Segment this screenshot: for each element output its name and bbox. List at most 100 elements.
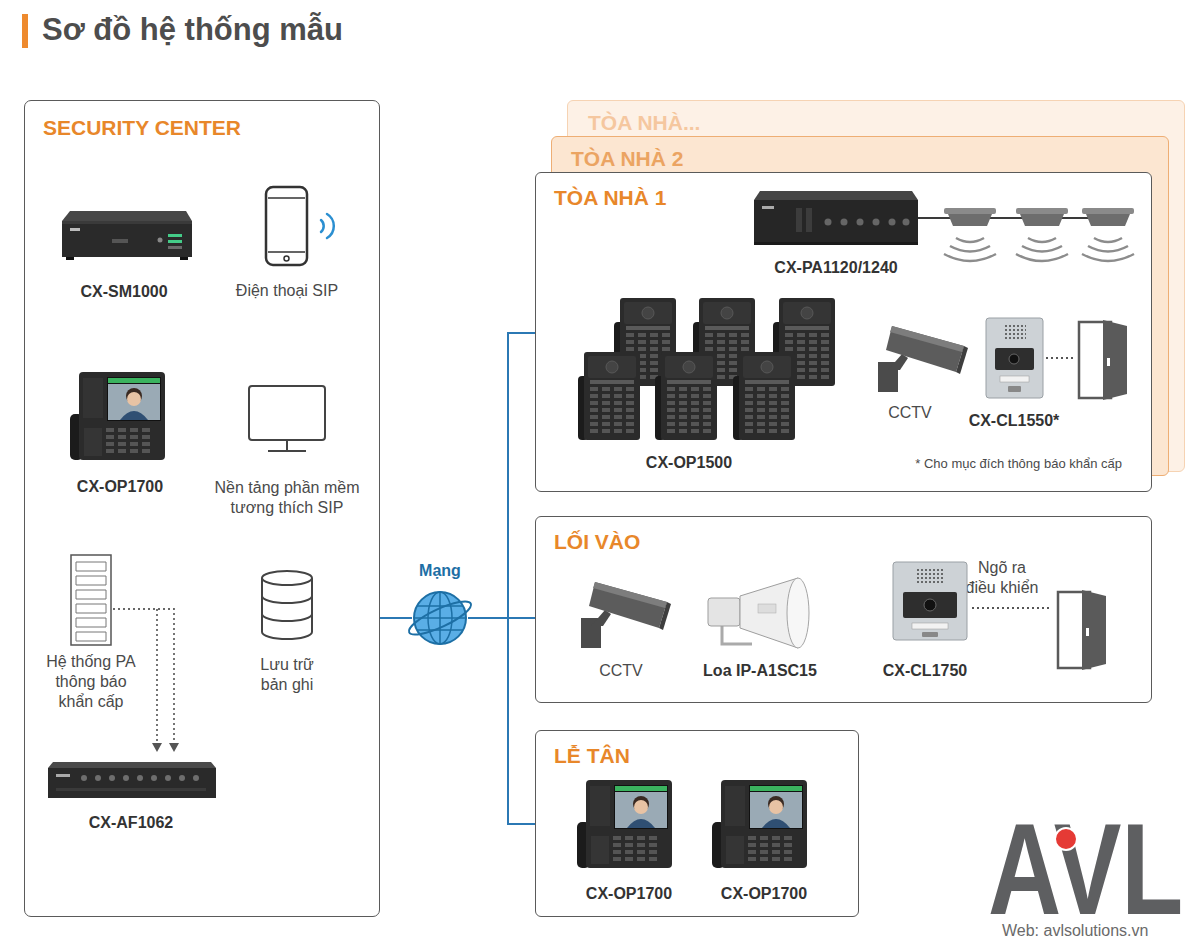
server-device <box>62 221 192 257</box>
desk-phone <box>733 352 795 440</box>
device-caption: Nền tảng phần mềm tương thích SIP <box>200 478 375 518</box>
ceiling-speaker <box>1016 208 1068 261</box>
pa-amplifier-device <box>825 219 910 226</box>
intercom-panel <box>986 318 1043 398</box>
node-heading: TÒA NHÀ 1 <box>554 185 1151 210</box>
server-device <box>168 234 182 237</box>
horn-speaker <box>787 578 809 648</box>
amplifier-device <box>48 762 216 798</box>
server-device <box>180 257 188 260</box>
pa-amplifier-device <box>754 191 918 245</box>
monitor-icon <box>268 440 306 451</box>
amplifier-device <box>151 775 157 781</box>
node-heading: Mạng <box>412 561 468 580</box>
device-name: CX-OP1700 <box>45 477 195 497</box>
footnote: * Cho mục đích thông báo khẩn cấp <box>842 454 1122 474</box>
server-device <box>62 211 192 260</box>
device-name: CX-OP1500 <box>614 453 764 473</box>
watermark-logo: AVL <box>988 804 1200 934</box>
intercom-panel <box>1009 354 1019 364</box>
globe-shape <box>417 629 463 631</box>
monitor-icon <box>249 386 325 440</box>
network-globe: Mạng <box>412 558 468 648</box>
intercom-panel <box>986 318 1043 398</box>
device-name: CX-CL1750 <box>860 661 990 681</box>
intercom-panel <box>893 562 967 640</box>
desk-phone <box>578 352 640 440</box>
node-heading: TÒA NHÀ... <box>588 110 1184 135</box>
server-device <box>62 221 192 224</box>
pa-rack <box>76 562 106 641</box>
server-device <box>70 228 80 231</box>
pa-amplifier-device <box>825 219 832 226</box>
amplifier-device <box>48 762 216 768</box>
horn-speaker <box>758 604 776 613</box>
device-name: Loa IP-A1SC15 <box>685 661 835 681</box>
diagram-title: Sơ đồ hệ thống mẫu <box>42 11 343 49</box>
pa-amplifier-device <box>762 206 774 209</box>
amplifier-device <box>56 788 206 791</box>
logo-dot <box>1055 828 1077 850</box>
pa-amplifier-device <box>841 219 848 226</box>
ceiling-speaker <box>944 208 996 261</box>
intercom-panel <box>893 562 967 640</box>
device-caption: CCTV <box>581 661 661 681</box>
signal-label: Ngõ ra điều khiển <box>963 558 1041 598</box>
ceiling-speaker <box>1082 208 1134 261</box>
device-name: CX-CL1550* <box>949 411 1079 431</box>
pa-amplifier-device <box>889 219 896 226</box>
device-name: CX-OP1700 <box>554 884 704 904</box>
device-caption: Lưu trữ bản ghi <box>252 655 322 695</box>
pa-rack <box>71 555 111 645</box>
monitor-icon <box>249 386 325 451</box>
intercom-panel <box>1004 324 1026 340</box>
intercom-panel <box>924 599 936 611</box>
storage-icon <box>262 596 312 621</box>
smartphone-icon <box>266 187 307 265</box>
desk-phone <box>773 298 835 386</box>
device-name: CX-OP1700 <box>689 884 839 904</box>
network-link <box>468 617 535 619</box>
amplifier-device <box>179 775 185 781</box>
amplifier-device <box>123 775 129 781</box>
pa-amplifier-device <box>903 219 910 226</box>
pa-amplifier-device <box>754 242 918 245</box>
device-name: CX-AF1062 <box>56 813 206 833</box>
intercom-panel <box>995 348 1034 370</box>
intercom-panel <box>912 623 948 629</box>
cctv-camera <box>878 326 968 392</box>
node-heading: LỄ TÂN <box>554 743 858 768</box>
amplifier-device <box>137 775 143 781</box>
smartphone-icon <box>284 256 289 261</box>
intercom-panel <box>1000 376 1029 382</box>
globe-shape <box>417 605 463 607</box>
device-caption: CCTV <box>870 403 950 423</box>
wireless-icon <box>321 214 334 238</box>
pa-amplifier-device <box>873 219 880 226</box>
network-link <box>468 618 535 824</box>
desk-video-phone <box>577 780 672 868</box>
horn-speaker <box>740 578 798 648</box>
signal-dotted-line <box>113 609 179 752</box>
network-wires <box>380 333 535 824</box>
amplifier-device <box>48 768 216 798</box>
pa-amplifier-device <box>857 219 864 226</box>
control-dotted-line <box>972 607 1052 609</box>
pa-amplifier-device <box>806 208 812 232</box>
storage-icon <box>262 578 312 639</box>
amplifier-device <box>109 775 115 781</box>
amplifier-device <box>81 775 199 781</box>
desk-phone <box>655 352 717 440</box>
wireless-icon <box>321 214 334 238</box>
network-link <box>380 617 412 619</box>
title-bar <box>22 14 28 48</box>
building-panel: TÒA NHÀ 1 <box>535 172 1152 492</box>
zone-panel: LỄ TÂN <box>535 730 859 917</box>
intercom-panel <box>1008 386 1021 392</box>
amplifier-device <box>81 775 87 781</box>
node-heading: TÒA NHÀ 2 <box>571 146 1168 171</box>
desk-phone <box>693 298 755 386</box>
